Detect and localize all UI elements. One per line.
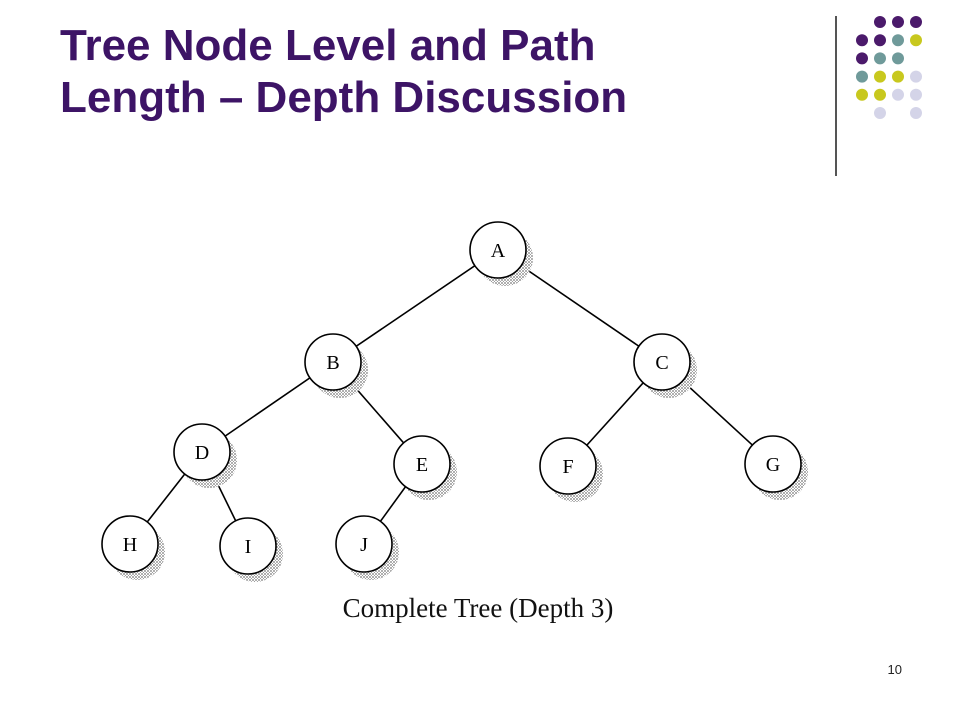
tree-nodes: A B C D E F G H I J	[101, 221, 808, 582]
node-label: D	[195, 442, 209, 464]
slide-title: Tree Node Level and Path Length – Depth …	[60, 20, 820, 124]
edge-a-b	[332, 249, 499, 363]
node-label: A	[491, 240, 506, 262]
decor-dot	[874, 70, 886, 83]
tree-node-j: J	[335, 515, 399, 580]
node-circle	[393, 435, 451, 493]
title-line-2: Length – Depth Discussion	[60, 73, 628, 122]
decor-dot	[874, 88, 886, 101]
node-circle	[633, 333, 691, 391]
node-label: B	[326, 352, 339, 374]
tree-node-g: G	[744, 435, 808, 500]
decor-dot	[892, 88, 904, 101]
decor-dot	[874, 52, 886, 65]
decor-dot	[892, 52, 904, 65]
tree-node-c: C	[633, 333, 697, 398]
decor-dot	[910, 70, 922, 83]
tree-node-e: E	[393, 435, 457, 500]
node-circle	[101, 515, 159, 573]
node-circle	[539, 437, 597, 495]
title-divider	[835, 16, 837, 176]
node-label: C	[655, 352, 668, 374]
decor-dot	[892, 34, 904, 47]
decor-dot	[874, 107, 886, 119]
node-label: G	[766, 454, 780, 476]
tree-node-b: B	[304, 333, 368, 398]
decor-dot	[856, 34, 868, 47]
title-line-1: Tree Node Level and Path	[60, 21, 596, 70]
tree-node-a: A	[469, 221, 533, 286]
decor-dot	[892, 16, 904, 28]
node-circle	[173, 423, 231, 481]
tree-node-h: H	[101, 515, 165, 580]
node-circle	[219, 517, 277, 575]
page-number: 10	[887, 662, 902, 677]
decor-dot	[910, 34, 922, 47]
node-circle	[744, 435, 802, 493]
decor-dot	[856, 52, 868, 65]
decor-dot	[874, 34, 886, 47]
decor-dot	[856, 88, 868, 101]
decor-dot	[910, 16, 922, 28]
node-circle	[304, 333, 362, 391]
node-label: E	[416, 454, 428, 476]
decor-dot	[910, 107, 922, 119]
tree-node-d: D	[173, 423, 237, 488]
decor-dot	[856, 70, 868, 83]
node-label: F	[562, 456, 573, 478]
tree-edges	[129, 249, 774, 547]
node-label: H	[123, 534, 137, 556]
node-circle	[335, 515, 393, 573]
decor-dot	[892, 70, 904, 83]
node-label: I	[245, 536, 252, 558]
decor-dot	[874, 16, 886, 28]
node-label: J	[360, 534, 368, 556]
decor-dot	[910, 88, 922, 101]
tree-node-i: I	[219, 517, 283, 582]
diagram-caption: Complete Tree (Depth 3)	[343, 593, 614, 623]
node-circle	[469, 221, 527, 279]
tree-node-f: F	[539, 437, 603, 502]
